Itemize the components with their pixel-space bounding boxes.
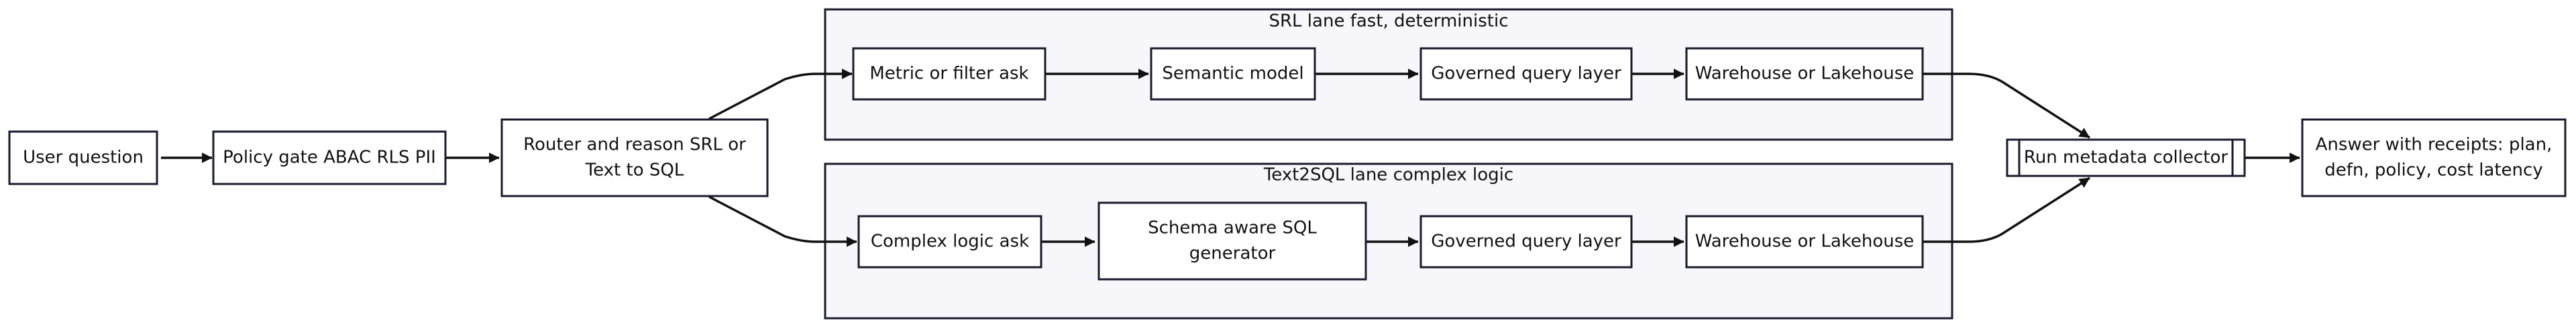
svg-text:Schema aware SQL: Schema aware SQL xyxy=(1148,218,1317,238)
srl-lane-title: SRL lane fast, deterministic xyxy=(1269,11,1508,32)
edge-warehouse-t2s-to-collector xyxy=(1923,177,2090,243)
edge-warehouse-srl-to-collector xyxy=(1923,73,2090,139)
svg-text:Governed query layer: Governed query layer xyxy=(1431,232,1621,252)
svg-text:Governed query layer: Governed query layer xyxy=(1431,64,1621,84)
node-policy-gate: Policy gate ABAC RLS PII xyxy=(212,130,447,185)
node-governed-query-t2s: Governed query layer xyxy=(1419,215,1633,269)
svg-text:Semantic model: Semantic model xyxy=(1162,64,1303,84)
edges xyxy=(161,68,2300,247)
svg-text:Warehouse or Lakehouse: Warehouse or Lakehouse xyxy=(1695,232,1915,252)
node-run-metadata-collector: Run metadata collector xyxy=(2006,138,2246,177)
node-governed-query-srl: Governed query layer xyxy=(1419,47,1633,101)
node-warehouse-t2s: Warehouse or Lakehouse xyxy=(1685,215,1924,269)
svg-text:defn, policy, cost latency: defn, policy, cost latency xyxy=(2324,160,2542,181)
node-answer-with-receipts: Answer with receipts: plan, defn, policy… xyxy=(2301,118,2567,197)
node-router: Router and reason SRL or Text to SQL xyxy=(500,118,769,197)
node-sql-generator: Schema aware SQL generator xyxy=(1097,201,1367,281)
svg-text:User question: User question xyxy=(23,148,144,168)
svg-text:Warehouse or Lakehouse: Warehouse or Lakehouse xyxy=(1695,64,1915,84)
node-metric-ask: Metric or filter ask xyxy=(852,47,1046,101)
node-warehouse-srl: Warehouse or Lakehouse xyxy=(1685,47,1924,101)
node-user-question: User question xyxy=(8,130,158,185)
text2sql-lane-title: Text2SQL lane complex logic xyxy=(1263,165,1513,185)
node-complex-ask: Complex logic ask xyxy=(857,215,1042,269)
svg-text:Text to SQL: Text to SQL xyxy=(585,160,684,181)
edge-router-to-complex xyxy=(708,195,857,247)
svg-text:Complex logic ask: Complex logic ask xyxy=(871,232,1029,252)
svg-text:generator: generator xyxy=(1189,244,1276,264)
svg-text:Run metadata collector: Run metadata collector xyxy=(2024,148,2228,168)
svg-text:Answer with receipts: plan,: Answer with receipts: plan, xyxy=(2316,135,2553,155)
node-semantic-model: Semantic model xyxy=(1150,47,1316,101)
svg-text:Policy gate ABAC RLS PII: Policy gate ABAC RLS PII xyxy=(223,148,436,168)
edge-router-to-metric xyxy=(708,68,853,120)
svg-text:Router and reason SRL or: Router and reason SRL or xyxy=(523,135,746,155)
svg-text:Metric or filter ask: Metric or filter ask xyxy=(869,64,1028,84)
